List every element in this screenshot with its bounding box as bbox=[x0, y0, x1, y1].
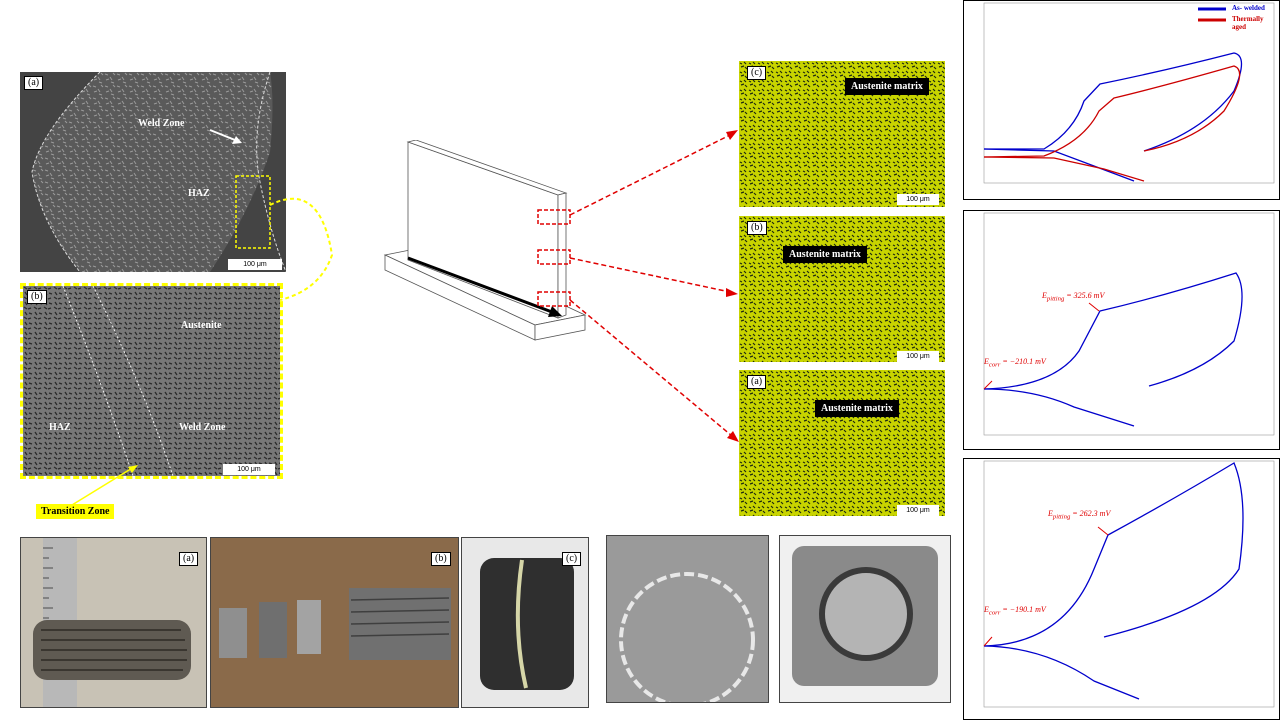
legend-thermally-aged: Thermally aged bbox=[1232, 15, 1264, 31]
e-corr-annotation-bottom: Ecorr = −190.1 mV bbox=[984, 605, 1046, 617]
optical-label-b: (b) bbox=[747, 221, 767, 235]
photo-corroded-surface bbox=[606, 535, 769, 703]
weld-zone-label: Weld Zone bbox=[138, 118, 185, 129]
optical-image-c: (c) Austenite matrix 100 μm bbox=[739, 61, 945, 207]
photo-polished-sample: (c) bbox=[461, 537, 589, 708]
haz-label: HAZ bbox=[188, 188, 210, 199]
label-a: (a) bbox=[24, 76, 44, 90]
scale-bar-optical-a: 100 μm bbox=[897, 505, 939, 516]
scale-bar-optical-b: 100 μm bbox=[897, 351, 939, 362]
transition-arrow bbox=[71, 465, 138, 506]
austenite-matrix-tag-a: Austenite matrix bbox=[815, 400, 899, 417]
sem-image-a bbox=[20, 72, 286, 272]
optical-label-a: (a) bbox=[747, 375, 767, 389]
austenite-label: Austenite bbox=[181, 320, 222, 331]
zoom-connector bbox=[269, 197, 334, 301]
plot-top-svg bbox=[983, 2, 1275, 184]
plot-bottom-svg bbox=[983, 460, 1275, 708]
photo-label-b: (b) bbox=[431, 552, 451, 566]
e-pitting-annotation-bottom: Epitting = 262.3 mV bbox=[1048, 509, 1111, 521]
sem-micrograph-a: (a) Weld Zone HAZ 100 μm bbox=[20, 72, 286, 272]
label-b: (b) bbox=[27, 290, 47, 304]
optical-label-c: (c) bbox=[747, 66, 767, 80]
photo-label-c: (c) bbox=[562, 552, 582, 566]
polarization-plot-middle: Epitting = 325.6 mV Ecorr = −210.1 mV bbox=[963, 210, 1280, 450]
scale-bar-optical-c: 100 μm bbox=[897, 194, 939, 205]
weld-zone-label-b: Weld Zone bbox=[179, 422, 226, 433]
photo-pitted-coupon bbox=[779, 535, 951, 703]
legend-as-welded: As- welded bbox=[1232, 4, 1265, 12]
optical-image-a: (a) Austenite matrix 100 μm bbox=[739, 370, 945, 516]
photo-label-a: (a) bbox=[179, 552, 199, 566]
austenite-matrix-tag-c: Austenite matrix bbox=[845, 78, 929, 95]
haz-label-b: HAZ bbox=[49, 422, 71, 433]
plot-middle-svg bbox=[983, 212, 1275, 436]
scale-bar-b: 100 μm bbox=[223, 464, 275, 475]
polarization-plot-top: As- welded Thermally aged bbox=[963, 0, 1280, 200]
polarization-plot-bottom: Epitting = 262.3 mV Ecorr = −190.1 mV bbox=[963, 458, 1280, 720]
photo-cut-specimens: (b) bbox=[210, 537, 459, 708]
scale-bar-a: 100 μm bbox=[228, 259, 282, 270]
transition-zone-label: Transition Zone bbox=[36, 504, 115, 519]
optical-image-b: (b) Austenite matrix 100 μm bbox=[739, 216, 945, 362]
e-corr-annotation: Ecorr = −210.1 mV bbox=[984, 357, 1046, 369]
sem-image-b bbox=[23, 286, 280, 476]
photo-wall-ruler: (a) bbox=[20, 537, 207, 708]
wall-schematic bbox=[383, 140, 587, 341]
red-arrows bbox=[569, 130, 739, 442]
e-pitting-annotation: Epitting = 325.6 mV bbox=[1042, 291, 1105, 303]
sem-micrograph-b: (b) Austenite HAZ Weld Zone 100 μm bbox=[20, 283, 283, 479]
austenite-matrix-tag-b: Austenite matrix bbox=[783, 246, 867, 263]
